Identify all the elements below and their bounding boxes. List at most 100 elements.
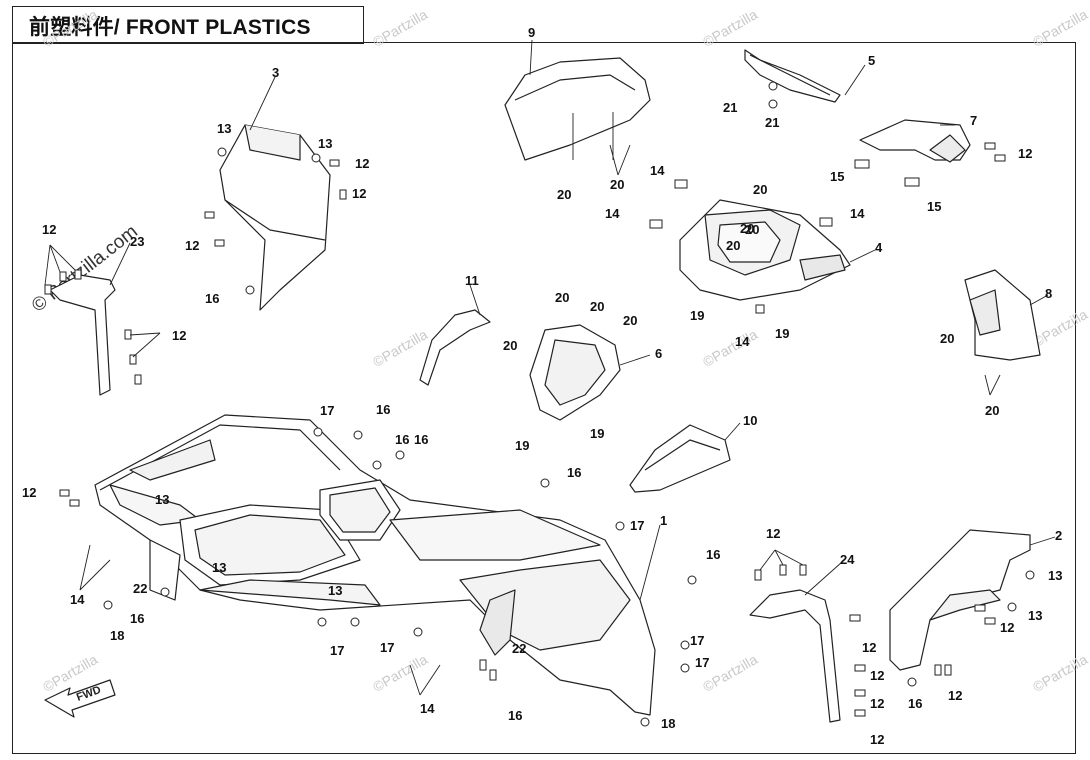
callout-12: 12 xyxy=(862,640,876,655)
part-8-right-side-panel xyxy=(964,269,1041,361)
callout-20: 20 xyxy=(740,221,754,236)
callout-13: 13 xyxy=(217,121,231,136)
callout-18: 18 xyxy=(661,716,675,731)
callout-18: 18 xyxy=(110,628,124,643)
callout-16: 16 xyxy=(376,402,390,417)
part-3-left-inner-panel xyxy=(219,124,331,311)
fastener-clips xyxy=(44,81,1035,727)
callout-10: 10 xyxy=(743,413,757,428)
callout-12: 12 xyxy=(355,156,369,171)
callout-12: 12 xyxy=(766,526,780,541)
callout-20: 20 xyxy=(590,299,604,314)
leader-lines xyxy=(44,39,1056,696)
part-2-right-inner-fender xyxy=(889,529,1031,671)
callout-13: 13 xyxy=(1048,568,1062,583)
callout-13: 13 xyxy=(328,583,342,598)
callout-12: 12 xyxy=(22,485,36,500)
callout-19: 19 xyxy=(590,426,604,441)
callout-17: 17 xyxy=(690,633,704,648)
part-6-headlight-cover xyxy=(529,324,621,421)
callout-12: 12 xyxy=(870,696,884,711)
part-1-front-fender xyxy=(94,414,656,716)
part-7-upper-cover xyxy=(859,119,971,163)
callout-20: 20 xyxy=(745,222,759,237)
part-11-small-trim xyxy=(419,309,491,386)
callout-16: 16 xyxy=(567,465,581,480)
page-title: 前塑料件/ FRONT PLASTICS xyxy=(29,16,311,39)
part-24-right-trim-strip xyxy=(749,589,841,723)
callout-19: 19 xyxy=(775,326,789,341)
callout-20: 20 xyxy=(557,187,571,202)
callout-16: 16 xyxy=(908,696,922,711)
part-23-left-trim-strip xyxy=(49,274,116,396)
callout-13: 13 xyxy=(1028,608,1042,623)
callout-23: 23 xyxy=(130,234,144,249)
callout-16: 16 xyxy=(130,611,144,626)
callout-20: 20 xyxy=(726,238,740,253)
callout-12: 12 xyxy=(1018,146,1032,161)
callout-12: 12 xyxy=(172,328,186,343)
callout-3: 3 xyxy=(272,65,279,80)
diagram-frame xyxy=(12,42,1076,754)
fwd-arrow-icon xyxy=(44,679,116,718)
callout-15: 15 xyxy=(830,169,844,184)
part-9-upper-front-panel xyxy=(504,57,651,161)
callout-21: 21 xyxy=(765,115,779,130)
callout-17: 17 xyxy=(695,655,709,670)
callout-14: 14 xyxy=(70,592,85,607)
callout-14: 14 xyxy=(850,206,865,221)
callout-14: 14 xyxy=(420,701,435,716)
callout-1: 1 xyxy=(660,513,667,528)
callout-20: 20 xyxy=(555,290,569,305)
callout-20: 20 xyxy=(610,177,624,192)
callout-21: 21 xyxy=(723,100,737,115)
callout-12: 12 xyxy=(948,688,962,703)
callout-16: 16 xyxy=(414,432,428,447)
part-10-center-cover xyxy=(629,424,731,493)
callout-16: 16 xyxy=(508,708,522,723)
callout-2: 2 xyxy=(1055,528,1062,543)
callout-17: 17 xyxy=(330,643,344,658)
callout-14: 14 xyxy=(650,163,665,178)
title-box: 前塑料件/ FRONT PLASTICS xyxy=(12,6,364,44)
callout-11: 11 xyxy=(465,273,479,288)
callout-13: 13 xyxy=(155,492,169,507)
callout-15: 15 xyxy=(927,199,941,214)
callout-12: 12 xyxy=(42,222,56,237)
callout-17: 17 xyxy=(630,518,644,533)
callout-12: 12 xyxy=(185,238,199,253)
callout-12: 12 xyxy=(352,186,366,201)
callout-22: 22 xyxy=(133,581,147,596)
callout-19: 19 xyxy=(515,438,529,453)
callout-20: 20 xyxy=(503,338,517,353)
callout-7: 7 xyxy=(970,113,977,128)
callout-12: 12 xyxy=(870,732,884,747)
callout-17: 17 xyxy=(380,640,394,655)
callout-22: 22 xyxy=(512,641,526,656)
callout-24: 24 xyxy=(840,552,855,567)
callout-14: 14 xyxy=(735,334,750,349)
callout-6: 6 xyxy=(655,346,662,361)
callout-16: 16 xyxy=(395,432,409,447)
part-5-top-bracket xyxy=(744,49,841,103)
callout-17: 17 xyxy=(320,403,334,418)
callout-12: 12 xyxy=(1000,620,1014,635)
callout-20: 20 xyxy=(985,403,999,418)
callout-4: 4 xyxy=(875,240,883,255)
callout-labels: 1 2 3 4 5 6 7 8 9 10 11 12 12 12 12 12 1… xyxy=(22,25,1062,747)
callout-20: 20 xyxy=(940,331,954,346)
callout-19: 19 xyxy=(690,308,704,323)
callout-20: 20 xyxy=(623,313,637,328)
callout-16: 16 xyxy=(706,547,720,562)
callout-8: 8 xyxy=(1045,286,1052,301)
callout-12: 12 xyxy=(870,668,884,683)
callout-14: 14 xyxy=(605,206,620,221)
part-4-front-grille-panel xyxy=(679,199,851,301)
callout-20: 20 xyxy=(753,182,767,197)
callout-16: 16 xyxy=(205,291,219,306)
callout-9: 9 xyxy=(528,25,535,40)
callout-13: 13 xyxy=(212,560,226,575)
callout-13: 13 xyxy=(318,136,332,151)
callout-5: 5 xyxy=(868,53,875,68)
